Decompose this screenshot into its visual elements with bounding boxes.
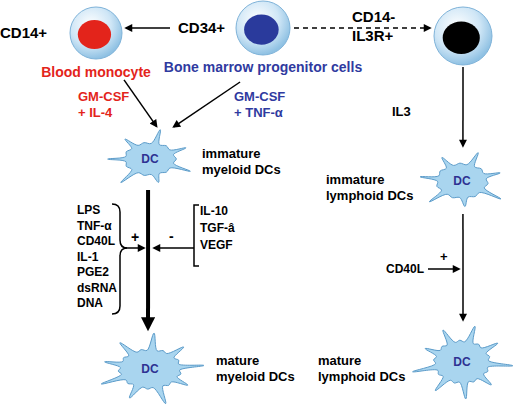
condition-label: GM-CSF + IL-4 (78, 89, 134, 122)
cell-name: Blood monocyte (41, 64, 151, 82)
sign-label: + (440, 249, 448, 265)
square-bracket (194, 205, 199, 266)
arrow-connector (462, 214, 464, 320)
stimulus-name: PGE2 (77, 265, 109, 280)
condition-label: IL3 (392, 104, 432, 120)
stage-label: mature lymphoid DCs (318, 353, 408, 386)
stimulus-name: DNA (77, 296, 103, 311)
dendritic-cell: DCimmature lymphoid DCs (414, 148, 510, 214)
stimulus-name: dsRNA (77, 281, 117, 296)
cell-symbol: DC (141, 362, 158, 377)
stimulus-name: TNF-α (77, 219, 112, 234)
cell-membrane (236, 1, 290, 55)
dendritic-cell-body (108, 130, 191, 183)
stimulus-name: LPS (77, 203, 100, 218)
cell-membrane (434, 7, 492, 65)
dendritic-cell-body (420, 153, 501, 207)
sign-label: + (131, 229, 139, 247)
decoration-layer (112, 204, 459, 314)
curly-bracket (112, 204, 127, 314)
dendritic-cell: DCimmature myeloid DCs (102, 128, 198, 190)
cell-marker: CD34+ (178, 19, 228, 38)
cell-node: CD34+Bone marrow progenitor cells (170, 0, 294, 82)
cell-symbol: DC (453, 174, 470, 189)
inhibition-arrow (154, 247, 194, 249)
stimulus-name: IL-1 (77, 250, 98, 265)
cell-marker: CD14+ (0, 24, 48, 43)
inhibitor-name: VEGF (200, 238, 233, 253)
cell-name: Bone marrow progenitor cells (164, 59, 362, 77)
cell-outline (432, 5, 494, 67)
arrow-connector (462, 67, 464, 146)
stimulus-name: CD40L (386, 262, 424, 277)
cell-nucleus (78, 20, 111, 49)
edge-layer (124, 28, 463, 327)
cell-symbol: DC (453, 355, 470, 370)
cell-node: CD14- IL3R+ (432, 5, 494, 67)
cell-membrane (70, 7, 122, 59)
inhibitor-name: TGF-â (200, 221, 235, 236)
arrow-connector (126, 27, 170, 29)
dendritic-cell-body (101, 333, 204, 404)
cell-nucleus (443, 22, 480, 54)
condition-label: GM-CSF + TNF-α (234, 89, 294, 122)
stimulus-arrow (126, 247, 144, 249)
dendritic-cell: DCmature lymphoid DCs (410, 322, 514, 402)
cell-marker: CD14- IL3R+ (352, 8, 408, 46)
stage-label: immature myeloid DCs (202, 146, 292, 179)
dendritic-cell-body (413, 326, 513, 399)
dendritic-cell: DCmature myeloid DCs (92, 332, 208, 406)
stage-label: immature lymphoid DCs (326, 172, 416, 205)
stimulus-arrow (428, 268, 459, 270)
inhibitor-name: IL-10 (200, 204, 228, 219)
cell-symbol: DC (141, 152, 158, 167)
arrow-connector (146, 190, 150, 327)
cell-node: CD14+Blood monocyte (42, 5, 124, 83)
arrow-connector (174, 82, 240, 127)
stage-label: mature myeloid DCs (216, 353, 306, 386)
sign-label: - (169, 228, 174, 246)
stimulus-name: CD40L (77, 234, 115, 249)
cell-nucleus (244, 15, 279, 45)
